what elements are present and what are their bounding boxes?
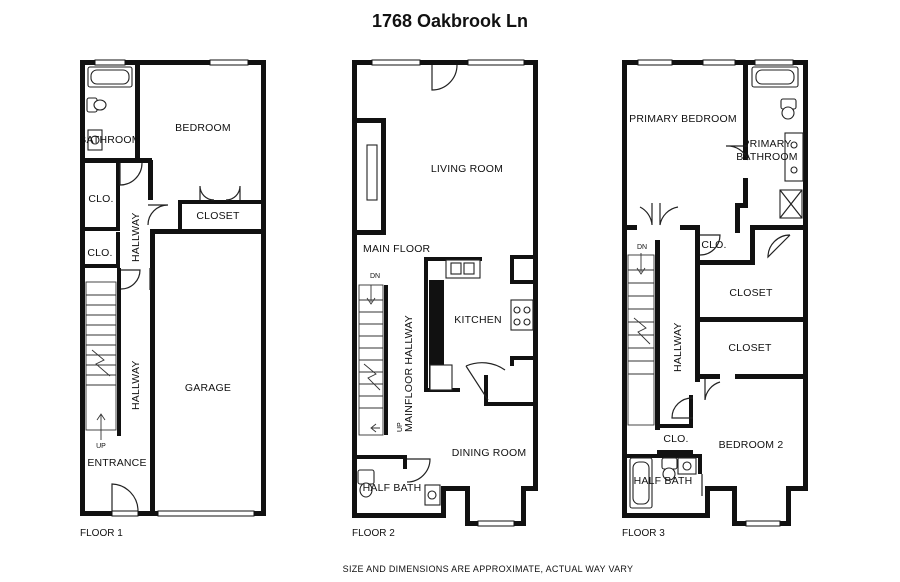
plan-title: 1768 Oakbrook Ln [372, 11, 528, 31]
f2-hallway-label: MAINFLOOR HALLWAY [403, 315, 415, 432]
f1-up-label: UP [96, 443, 106, 450]
f3-bedroom2-label: BEDROOM 2 [719, 439, 784, 451]
floor2-label: FLOOR 2 [352, 528, 395, 539]
f3-primary-bath-label-1: PRIMARY [742, 138, 791, 150]
floor2-stairs [358, 284, 384, 436]
floor1-label: FLOOR 1 [80, 528, 123, 539]
floor3-label: FLOOR 3 [622, 528, 665, 539]
floor3-stairs [627, 253, 655, 426]
floor-3: PRIMARY BEDROOM PRIMARY BATHROOM CLO. CL… [622, 59, 808, 539]
f2-living-label: LIVING ROOM [431, 163, 503, 175]
f3-hallway-label: HALLWAY [672, 322, 684, 372]
f3-primary-bath-label-2: BATHROOM [736, 151, 798, 163]
floor-2: LIVING ROOM MAIN FLOOR KITCHEN MAINFLOOR… [352, 59, 538, 539]
f1-clo2-label: CLO. [87, 247, 112, 259]
f2-kitchen-label: KITCHEN [454, 314, 502, 326]
f3-clo2-label: CLO. [663, 433, 688, 445]
f1-closet-label: CLOSET [196, 210, 240, 222]
f3-clo-label: CLO. [701, 239, 726, 251]
f3-halfbath-label: HALF BATH [634, 475, 693, 487]
f2-mainfloor-label: MAIN FLOOR [363, 243, 431, 255]
f3-closet2-label: CLOSET [728, 342, 772, 354]
f1-clo1-label: CLO. [88, 193, 113, 205]
f1-garage-label: GARAGE [185, 382, 231, 394]
f3-primary-bedroom-label: PRIMARY BEDROOM [629, 113, 737, 125]
floor-1: BATHROOM BEDROOM CLO. CLO. CLOSET HALLWA… [79, 59, 266, 539]
f3-dn-label: DN [637, 244, 647, 251]
f2-up-label: UP [397, 422, 404, 432]
disclaimer-note: SIZE AND DIMENSIONS ARE APPROXIMATE, ACT… [343, 564, 634, 574]
f1-bedroom-label: BEDROOM [175, 122, 231, 134]
f3-closet1-label: CLOSET [729, 287, 773, 299]
f1-hallway-top-label: HALLWAY [130, 212, 142, 262]
f1-hallway-label: HALLWAY [130, 360, 142, 410]
f2-dining-label: DINING ROOM [452, 447, 527, 459]
f1-bathroom-label: BATHROOM [79, 134, 141, 146]
f2-halfbath-label: HALF BATH [363, 482, 422, 494]
f1-entrance-label: ENTRANCE [87, 457, 146, 469]
f2-dn-label: DN [370, 273, 380, 280]
floor1-stairs [85, 281, 117, 440]
